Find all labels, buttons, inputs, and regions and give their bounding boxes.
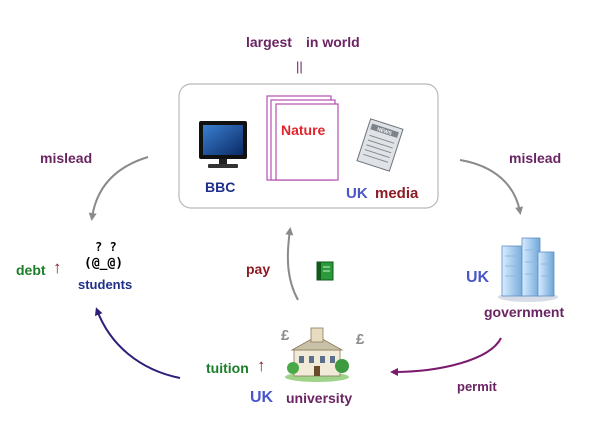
largest-label: largest [246,34,292,50]
media-uk-label: UK [346,185,368,202]
university-building-icon [285,327,349,382]
arrow-media-to-students [88,156,149,221]
permit-label: permit [457,379,497,394]
bbc-label: BBC [205,179,236,195]
newspaper-text: NEWS [376,127,393,138]
tuition-up-arrow: ↑ [257,356,266,375]
pay-label: pay [246,261,271,277]
journal-icon [266,95,339,181]
students-label: students [78,277,133,292]
media-label: media [375,185,419,202]
university-uk-label: UK [250,389,274,406]
pound-left-icon: £ [281,327,290,344]
confused-face: (@_@) [84,256,124,271]
monitor-icon [199,121,247,168]
arrow-university-to-students [94,307,181,379]
government-label: government [484,304,565,320]
arrow-university-to-media [285,227,299,301]
government-uk-label: UK [466,269,490,286]
mislead-left-label: mislead [40,150,93,166]
in-world-label: in world [306,34,360,50]
tuition-label: tuition [206,360,249,376]
debt-up-arrow: ↑ [53,258,62,277]
university-label: university [286,390,353,406]
newspaper-icon: NEWS [356,118,404,172]
nature-label: Nature [281,122,326,138]
green-book-icon [316,261,334,281]
arrow-media-to-government [459,159,524,215]
question-marks: ? ? [95,240,117,254]
mislead-right-label: mislead [509,150,562,166]
pound-right-icon: £ [356,331,365,348]
arrow-government-to-university [390,337,502,376]
debt-label: debt [16,262,46,278]
building-icon [498,237,558,302]
equals-mark: || [296,59,303,74]
